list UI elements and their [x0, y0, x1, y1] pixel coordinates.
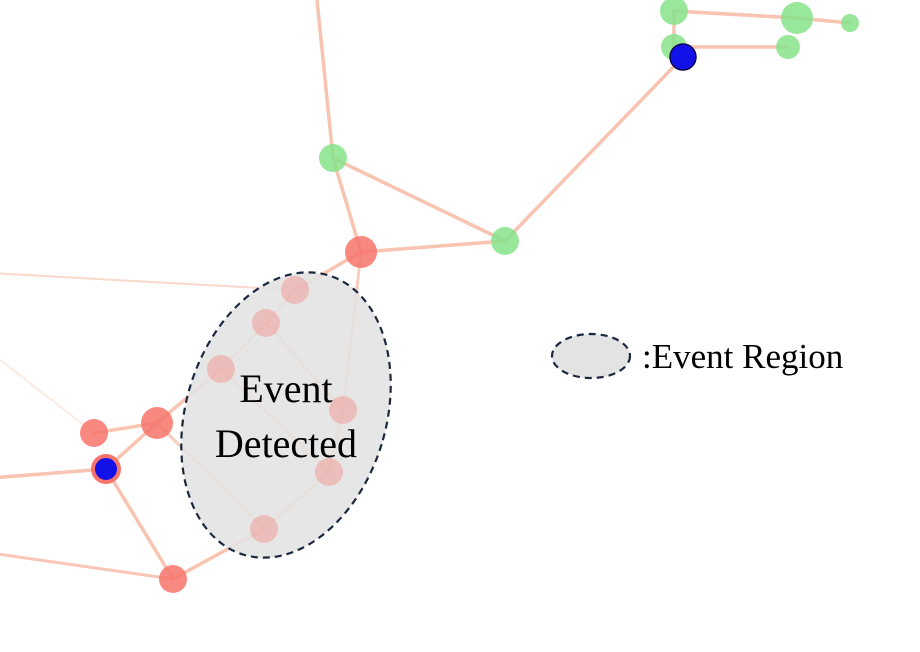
network-node-green	[491, 227, 519, 255]
network-edge	[0, 552, 175, 581]
network-edge	[672, 9, 799, 20]
network-node-green	[319, 144, 347, 172]
network-edge	[331, 156, 507, 243]
event-region	[180, 271, 392, 559]
event-label-line1: Event	[239, 366, 332, 411]
event-label-line2: Detected	[215, 421, 357, 466]
network-edge	[359, 239, 507, 254]
network-edge	[0, 467, 108, 479]
nodes-inside-region	[207, 276, 357, 543]
network-node-green	[776, 35, 800, 59]
network-node-green	[841, 14, 859, 32]
network-edge	[0, 358, 95, 434]
network-edge	[104, 467, 175, 581]
legend-label: :Event Region	[642, 337, 843, 376]
network-edge	[0, 272, 296, 291]
network-edge	[331, 156, 363, 254]
sensor-node	[669, 43, 697, 71]
network-node-red	[329, 396, 357, 424]
network-node-green	[781, 2, 813, 34]
network-node-red	[315, 458, 343, 486]
network-node-red	[141, 407, 173, 439]
nodes-outside-region	[80, 0, 859, 593]
network-node-red	[80, 419, 108, 447]
network-node-green	[660, 0, 688, 25]
network-node-red	[281, 276, 309, 304]
network-node-red	[207, 355, 235, 383]
network-node-red	[250, 515, 278, 543]
network-edge	[315, 0, 335, 160]
network-edges	[0, 0, 852, 581]
network-edge	[503, 55, 685, 243]
legend: :Event Region	[550, 332, 843, 380]
sensor-node	[91, 454, 121, 484]
network-node-red	[159, 565, 187, 593]
network-node-red	[252, 309, 280, 337]
legend-region-swatch	[550, 332, 632, 380]
network-node-red	[345, 236, 377, 268]
